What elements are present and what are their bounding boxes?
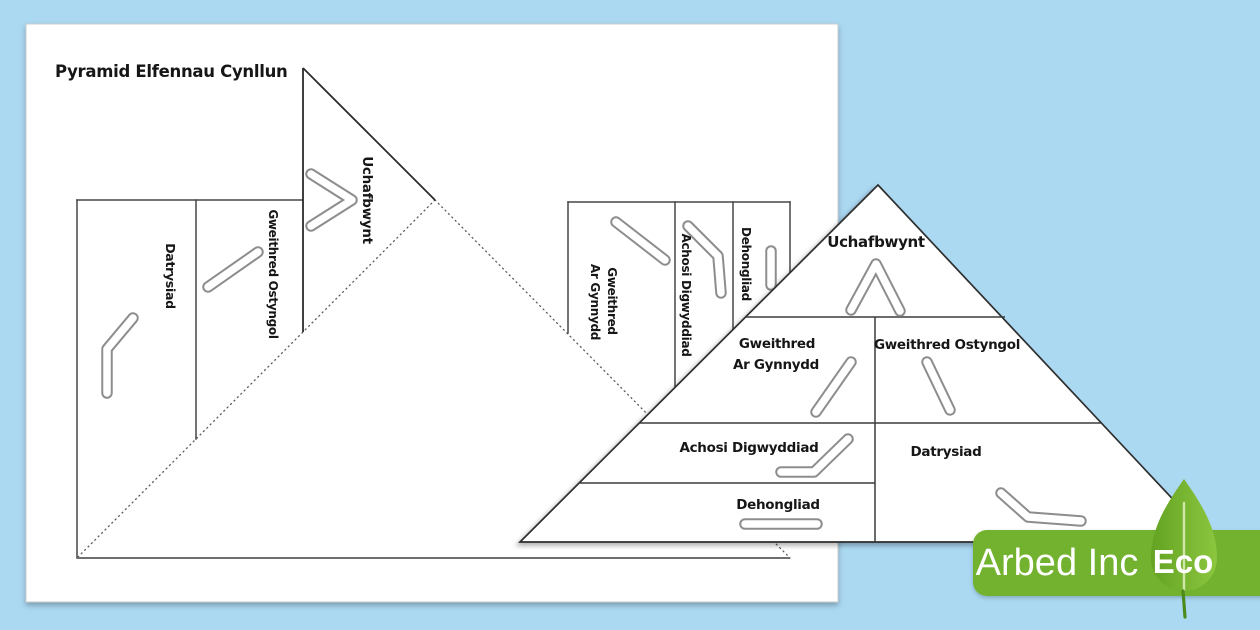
brand-name: Arbed Inc [976, 542, 1139, 584]
flat-label-gweithred-ostyngol: Gweithred Ostyngol [266, 209, 280, 338]
flat-label-achosi-digwyddiad: Achosi Digwyddiad [679, 233, 693, 356]
falling-action-line-icon [921, 356, 956, 416]
flat-label-dehongliad: Dehongliad [739, 227, 753, 301]
pyramid-label-gweithred-ar-gynnydd-2: Ar Gynnydd [733, 357, 819, 373]
resolution-line-icon [101, 312, 139, 399]
inciting-incident-line-icon [682, 220, 727, 299]
page-title: Pyramid Elfennau Cynllun [55, 62, 287, 81]
pyramid-labels: Uchafbwynt Gweithred Ar Gynnydd Gweithre… [679, 233, 1020, 513]
pyramid-label-dehongliad: Dehongliad [736, 497, 820, 513]
pyramid-label-achosi-digwyddiad: Achosi Digwyddiad [679, 440, 818, 456]
flat-label-uchafbwynt: Uchafbwynt [359, 156, 375, 244]
flat-label-datrysiad: Datrysiad [163, 243, 178, 309]
leaf-stem [1181, 589, 1187, 619]
pyramid-plot-shapes [739, 258, 1087, 530]
pyramid-label-uchafbwynt: Uchafbwynt [827, 233, 925, 251]
climax-chevron-icon [305, 168, 358, 232]
pyramid-label-gweithred-ostyngol: Gweithred Ostyngol [874, 337, 1020, 353]
cut-lines [76, 67, 791, 559]
resolution-line-icon [995, 487, 1087, 527]
pyramid-section-lines [580, 316, 1101, 542]
rising-action-line-icon [810, 356, 857, 418]
pyramid-outline [517, 183, 1215, 543]
inciting-incident-line-icon [775, 433, 854, 478]
eco-label: Eco [1153, 543, 1214, 580]
flat-plot-shapes [101, 168, 777, 399]
eco-badge: Arbed Inc Eco [973, 479, 1260, 619]
falling-action-line-icon [202, 246, 264, 293]
flat-template: Datrysiad Gweithred Ostyngol Uchafbwynt … [76, 67, 791, 559]
eco-leaf-icon [1151, 479, 1217, 619]
rising-action-line-icon [610, 216, 671, 266]
climax-chevron-icon [845, 258, 906, 317]
flat-label-gweithred-ar-gynnydd-2: Ar Gynnydd [588, 264, 602, 340]
pyramid-label-gweithred-ar-gynnydd-1: Gweithred [739, 336, 815, 352]
pyramid-label-datrysiad: Datrysiad [911, 444, 982, 460]
flat-label-gweithred-ar-gynnydd-1: Gweithred [605, 267, 619, 334]
flat-panel-labels: Datrysiad Gweithred Ostyngol Uchafbwynt … [163, 156, 753, 356]
fold-lines [76, 199, 791, 559]
assembled-pyramid: Uchafbwynt Gweithred Ar Gynnydd Gweithre… [517, 183, 1215, 543]
